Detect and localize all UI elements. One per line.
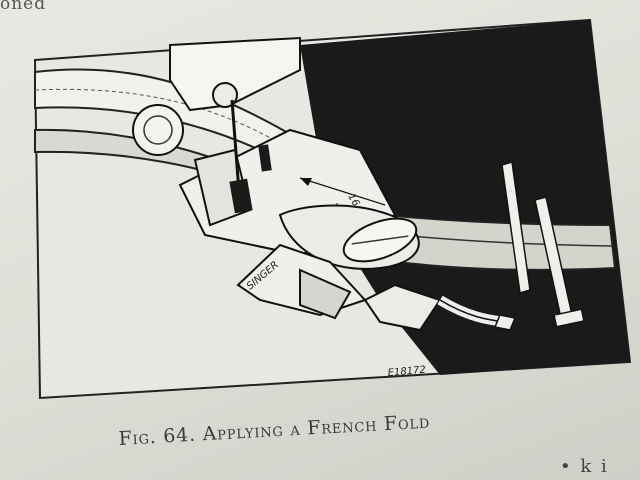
figure-code: E18172: [387, 365, 426, 379]
thumb-screw: [132, 104, 184, 156]
gauge-arrow: [299, 177, 386, 206]
guide-post-left: [501, 161, 531, 294]
previous-text-fragment: oned: [0, 0, 47, 14]
dark-background: [300, 20, 630, 375]
next-text-fragment: • k i: [560, 456, 609, 477]
